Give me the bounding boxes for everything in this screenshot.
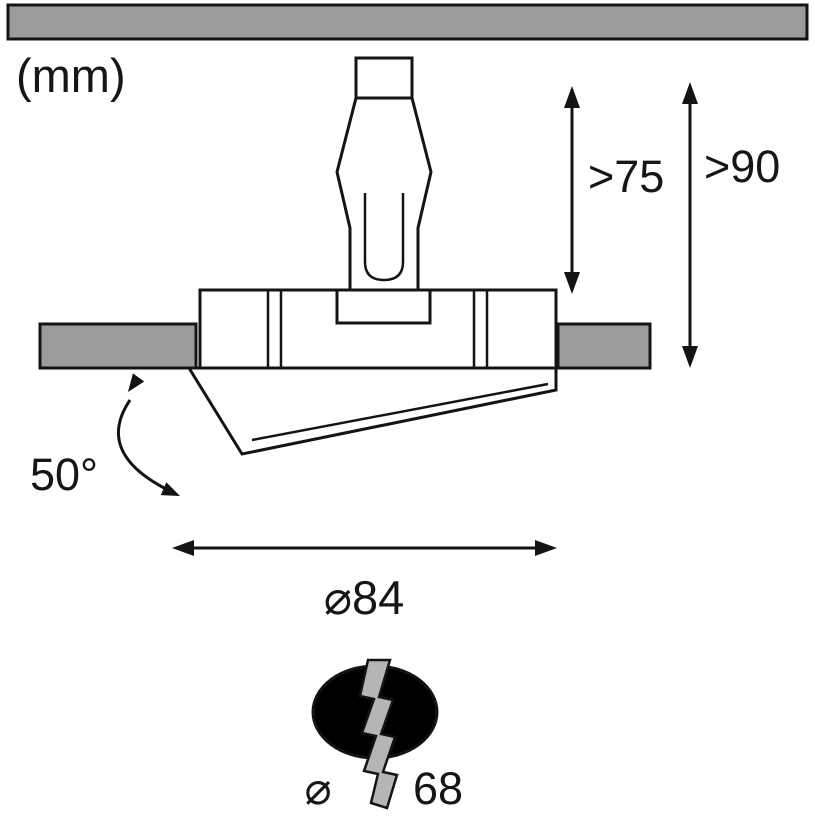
- center-mount-block: [335, 288, 432, 325]
- angle-arrow-up-icon: [128, 373, 145, 392]
- connector-body: [335, 96, 433, 292]
- connector-cavity: [363, 193, 405, 282]
- dimension-recess-depth: >90: [682, 82, 780, 368]
- angle-arrow-down-icon: [160, 482, 180, 496]
- dim-90-arrow-up-icon: [682, 82, 698, 104]
- lightning-bolt-icon: [358, 658, 399, 810]
- dia-84-arrow-left-icon: [172, 540, 194, 556]
- ceiling-cut-right: [556, 322, 652, 370]
- dim-90-label: >90: [704, 141, 780, 192]
- angle-label: 50°: [30, 449, 98, 500]
- fixture-cross-section: [38, 56, 652, 456]
- dimension-fixture-depth: >75: [564, 86, 664, 294]
- ceiling-panel-bar: [6, 3, 809, 41]
- mains-plug: [354, 56, 414, 100]
- dim-75-label: >75: [588, 151, 664, 202]
- unit-label: (mm): [16, 49, 126, 102]
- dia-84-arrow-right-icon: [535, 540, 557, 556]
- dim-75-arrow-down-icon: [564, 272, 580, 294]
- cutout-value: 68: [413, 763, 463, 814]
- tilt-bezel: [186, 366, 558, 456]
- dimension-outer-diameter: ⌀84: [172, 540, 557, 624]
- cutout-diameter-symbol: ⌀: [304, 763, 331, 814]
- lamp-housing: [198, 288, 558, 370]
- dim-90-arrow-down-icon: [682, 346, 698, 368]
- dimension-tilt-angle: 50°: [30, 373, 180, 500]
- angle-arc: [116, 399, 167, 491]
- dia-84-label: ⌀84: [324, 571, 405, 624]
- bezel-rim-line: [251, 382, 549, 442]
- dim-75-arrow-up-icon: [564, 86, 580, 108]
- cutout-symbol: ⌀ 68: [304, 658, 463, 814]
- ceiling-cut-left: [38, 322, 198, 370]
